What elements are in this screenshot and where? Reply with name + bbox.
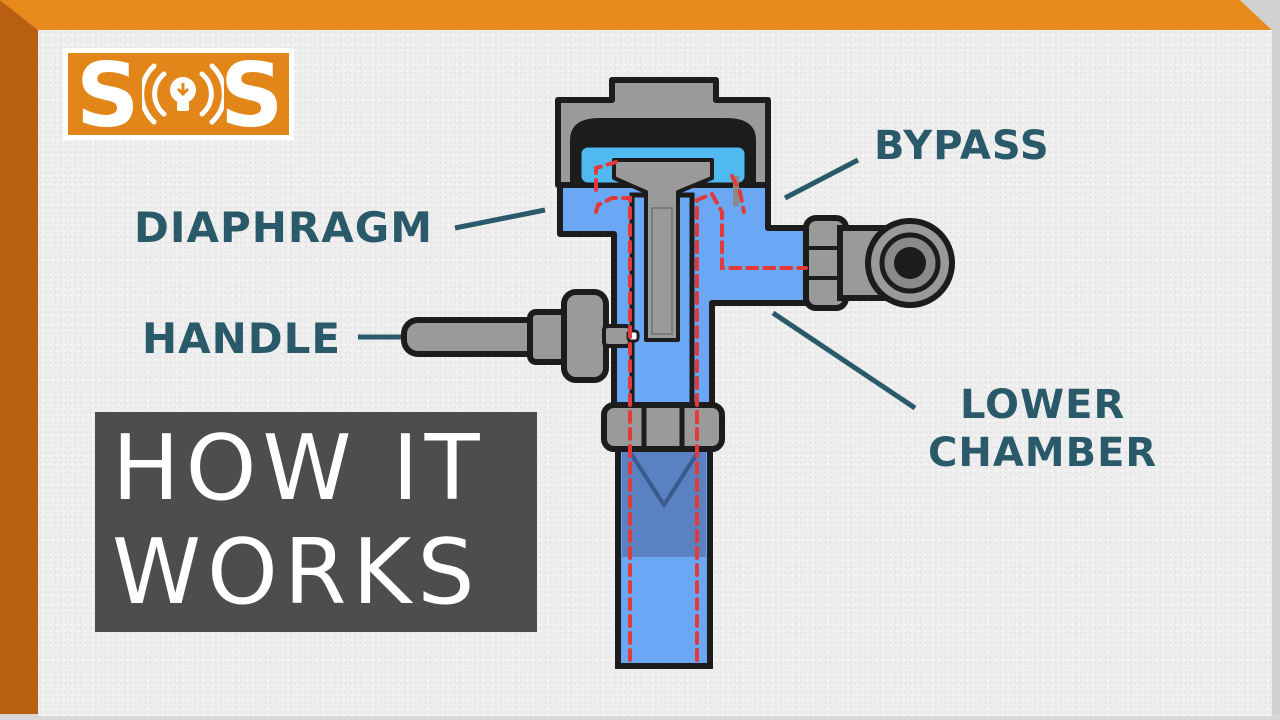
logo-letter-right: S xyxy=(220,44,284,147)
how-it-works-banner xyxy=(95,412,537,632)
bypass-pointer-line xyxy=(783,157,860,201)
banner-line-1: HOW IT xyxy=(112,416,486,521)
lightbulb-broadcast-icon xyxy=(142,63,224,125)
frame-bottom-edge xyxy=(0,714,1280,720)
lower-chamber-label-line2: CHAMBER xyxy=(928,430,1158,476)
bypass-label: BYPASS xyxy=(874,123,1050,169)
bypass-pin xyxy=(733,176,739,206)
frame-left-edge xyxy=(0,0,38,720)
lower-chamber-pointer-line xyxy=(771,310,917,411)
coupling-nut xyxy=(601,402,725,452)
inlet-pipe-hole xyxy=(894,247,926,279)
piston-stem xyxy=(651,207,673,335)
water-flow-path xyxy=(594,160,808,662)
logo-letter-left: S xyxy=(76,44,140,147)
handle-plunger xyxy=(602,324,632,348)
handle-label: HANDLE xyxy=(142,314,342,363)
diaphragm-pointer-line xyxy=(454,207,546,231)
frame-top-edge xyxy=(0,0,1272,30)
lower-chamber-label: LOWER CHAMBER xyxy=(928,381,1157,477)
handle-nut xyxy=(561,289,609,383)
lower-chamber-label-line1: LOWER xyxy=(959,382,1126,428)
outlet-funnel xyxy=(628,450,700,509)
banner-line-2: WORKS xyxy=(112,520,481,625)
handle-lever xyxy=(401,317,547,357)
diaphragm-label: DIAPHRAGM xyxy=(134,203,434,252)
frame-right-edge xyxy=(1240,0,1280,720)
